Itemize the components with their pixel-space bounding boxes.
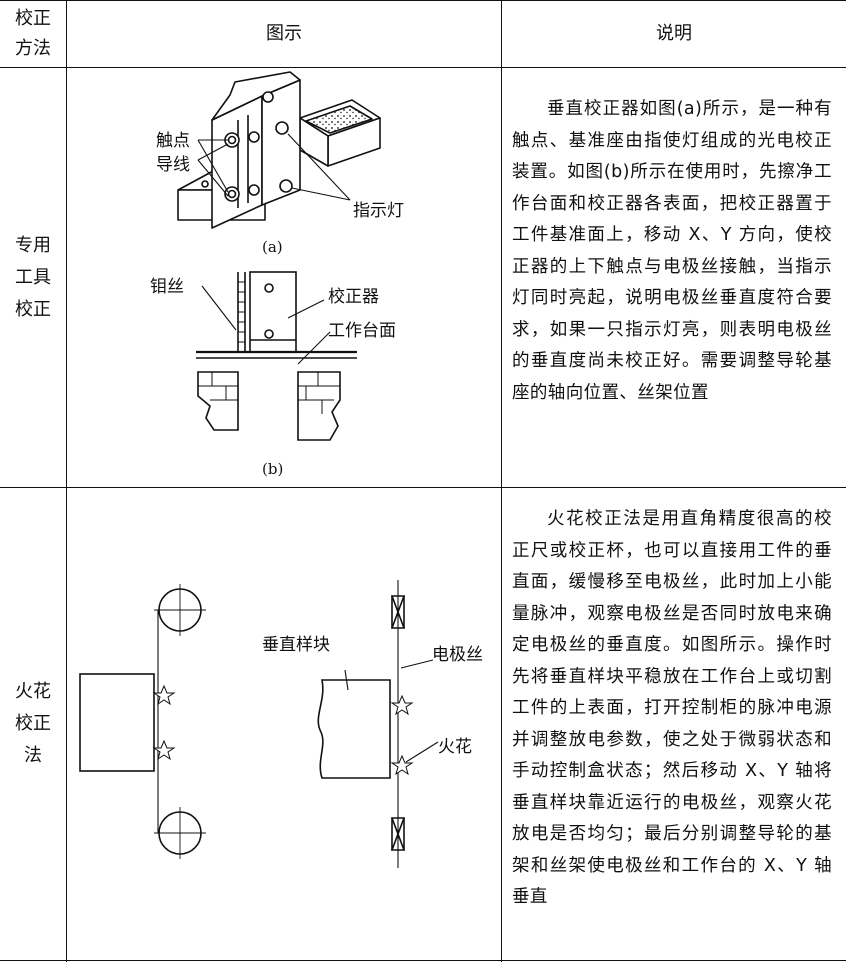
spark-leader-lines — [344, 659, 439, 763]
row2-description-text: 火花校正法是用直角精度很高的校正尺或校正杯，也可以直接用工件的垂直面，缓慢移至电… — [512, 509, 832, 907]
header-divider — [0, 67, 846, 68]
label-contact: 触点 — [156, 131, 190, 151]
col-divider-1 — [66, 0, 67, 962]
label-spark: 火花 — [438, 737, 472, 757]
table-leader-lines — [201, 285, 331, 365]
label-lead: 导线 — [156, 155, 190, 175]
label-table: 工作台面 — [328, 321, 396, 341]
caption-a: (a) — [262, 238, 283, 256]
table-top-border — [0, 0, 846, 1]
row1-description: 垂直校正器如图(a)所示，是一种有触点、基准座由指使灯组成的光电校正装置。如图(… — [512, 94, 832, 409]
label-wire: 钼丝 — [150, 277, 184, 297]
corrector-leader-lines — [197, 133, 351, 201]
row2-method: 火花 校正 法 — [15, 681, 51, 766]
header-description: 说明 — [656, 23, 692, 44]
row-divider — [0, 487, 846, 488]
row1-description-text: 垂直校正器如图(a)所示，是一种有触点、基准座由指使灯组成的光电校正装置。如图(… — [512, 99, 832, 403]
header-method: 校正 方法 — [15, 8, 51, 59]
header-figure: 图示 — [266, 23, 302, 44]
label-indicator: 指示灯 — [353, 201, 404, 221]
row1-method: 专用 工具 校正 — [15, 234, 51, 320]
corrector-on-table-drawing — [196, 271, 357, 441]
label-electrode: 电极丝 — [432, 645, 483, 665]
table-bottom-border — [0, 960, 846, 961]
col-divider-2 — [501, 0, 502, 962]
spark-right-drawing — [317, 580, 414, 868]
corrector-device-drawing — [177, 71, 381, 229]
row2-description: 火花校正法是用直角精度很高的校正尺或校正杯，也可以直接用工件的垂直面，缓慢移至电… — [512, 504, 832, 914]
caption-b: (b) — [262, 460, 283, 478]
label-block: 垂直样块 — [262, 635, 330, 655]
spark-left-drawing — [79, 584, 206, 859]
label-corrector: 校正器 — [328, 287, 379, 307]
